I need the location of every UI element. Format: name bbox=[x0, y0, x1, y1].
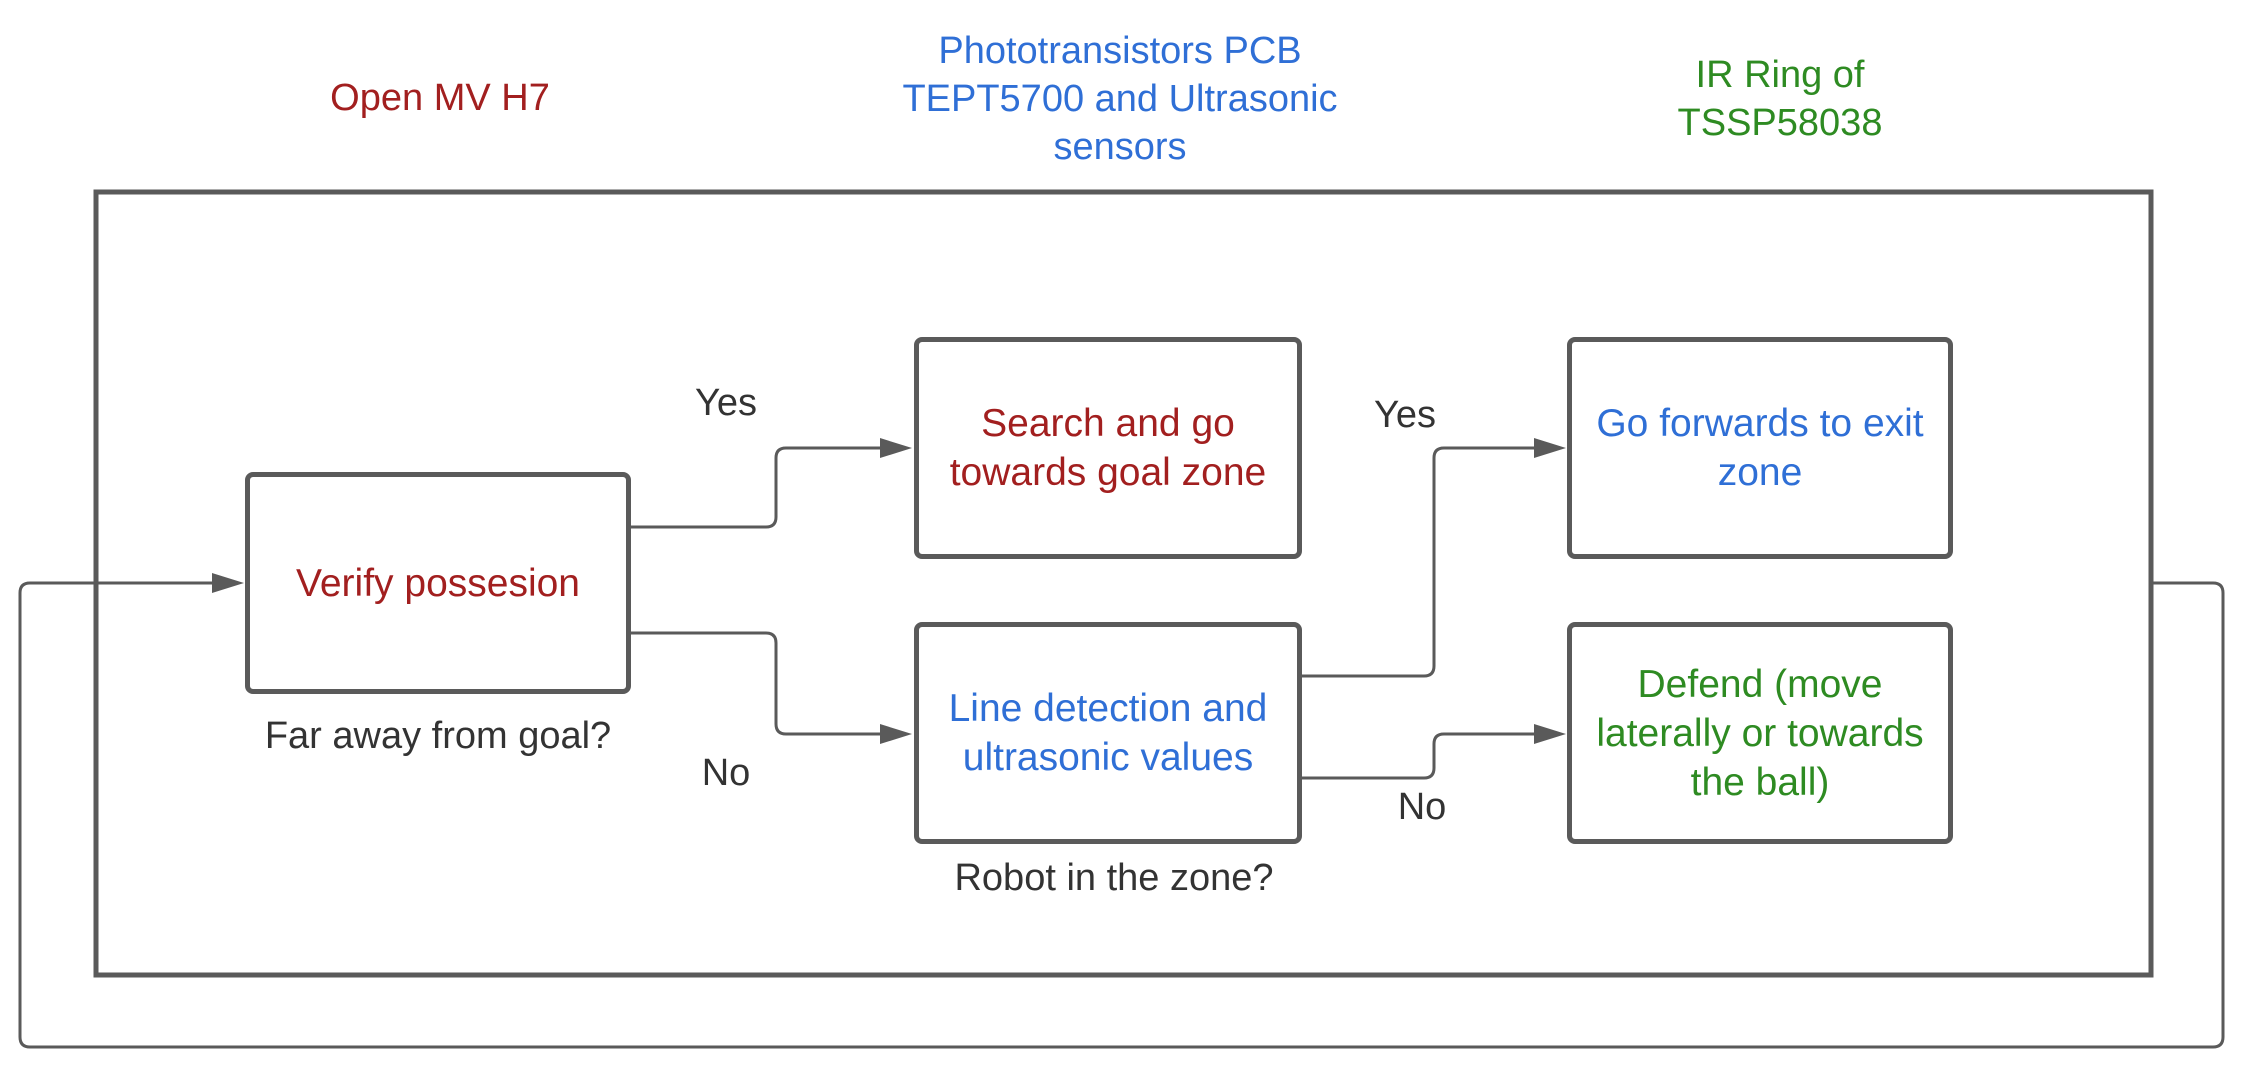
legend-phototransistors: Phototransistors PCB TEPT5700 and Ultras… bbox=[902, 30, 1338, 168]
arrow-verify-to-line-detection bbox=[631, 631, 880, 736]
legend-ir-ring: IR Ring of TSSP58038 bbox=[1677, 54, 1883, 144]
legend-openmv: Open MV H7 bbox=[330, 77, 550, 119]
question-far-from-goal: Far away from goal? bbox=[264, 715, 612, 757]
node-defend: Defend (move laterally or towards the ba… bbox=[1567, 622, 1953, 844]
node-go-forwards: Go forwards to exit zone bbox=[1567, 337, 1953, 559]
node-verify-possession: Verify possesion bbox=[245, 472, 631, 694]
node-line-detection: Line detection and ultrasonic values bbox=[914, 622, 1302, 844]
node-go-forwards-label: Go forwards to exit zone bbox=[1596, 402, 1924, 494]
question-robot-in-zone: Robot in the zone? bbox=[954, 857, 1274, 899]
edge-label-no-defend: No bbox=[1397, 786, 1447, 828]
arrowhead-verify-to-line-detection bbox=[880, 724, 912, 744]
node-search-goal-zone-label: Search and go towards goal zone bbox=[949, 402, 1267, 494]
arrowhead-line-detection-to-defend bbox=[1534, 724, 1566, 744]
arrowhead-line-detection-to-forwards bbox=[1534, 438, 1566, 458]
edge-label-yes-search: Yes bbox=[695, 382, 757, 424]
arrow-verify-to-search bbox=[631, 446, 880, 529]
node-search-goal-zone: Search and go towards goal zone bbox=[914, 337, 1302, 559]
arrow-line-detection-to-defend bbox=[1302, 732, 1534, 780]
node-line-detection-label: Line detection and ultrasonic values bbox=[948, 687, 1268, 779]
arrowhead-loop-back-to-verify bbox=[212, 573, 244, 593]
edge-label-yes-forwards: Yes bbox=[1374, 394, 1436, 436]
arrow-line-detection-to-forwards bbox=[1302, 446, 1534, 678]
arrowhead-verify-to-search bbox=[880, 438, 912, 458]
node-verify-possession-label: Verify possesion bbox=[296, 561, 580, 605]
edge-label-no-line-detection: No bbox=[701, 752, 751, 794]
node-defend-label: Defend (move laterally or towards the ba… bbox=[1596, 662, 1924, 804]
arrow-loop-back-to-verify bbox=[18, 581, 2225, 1049]
